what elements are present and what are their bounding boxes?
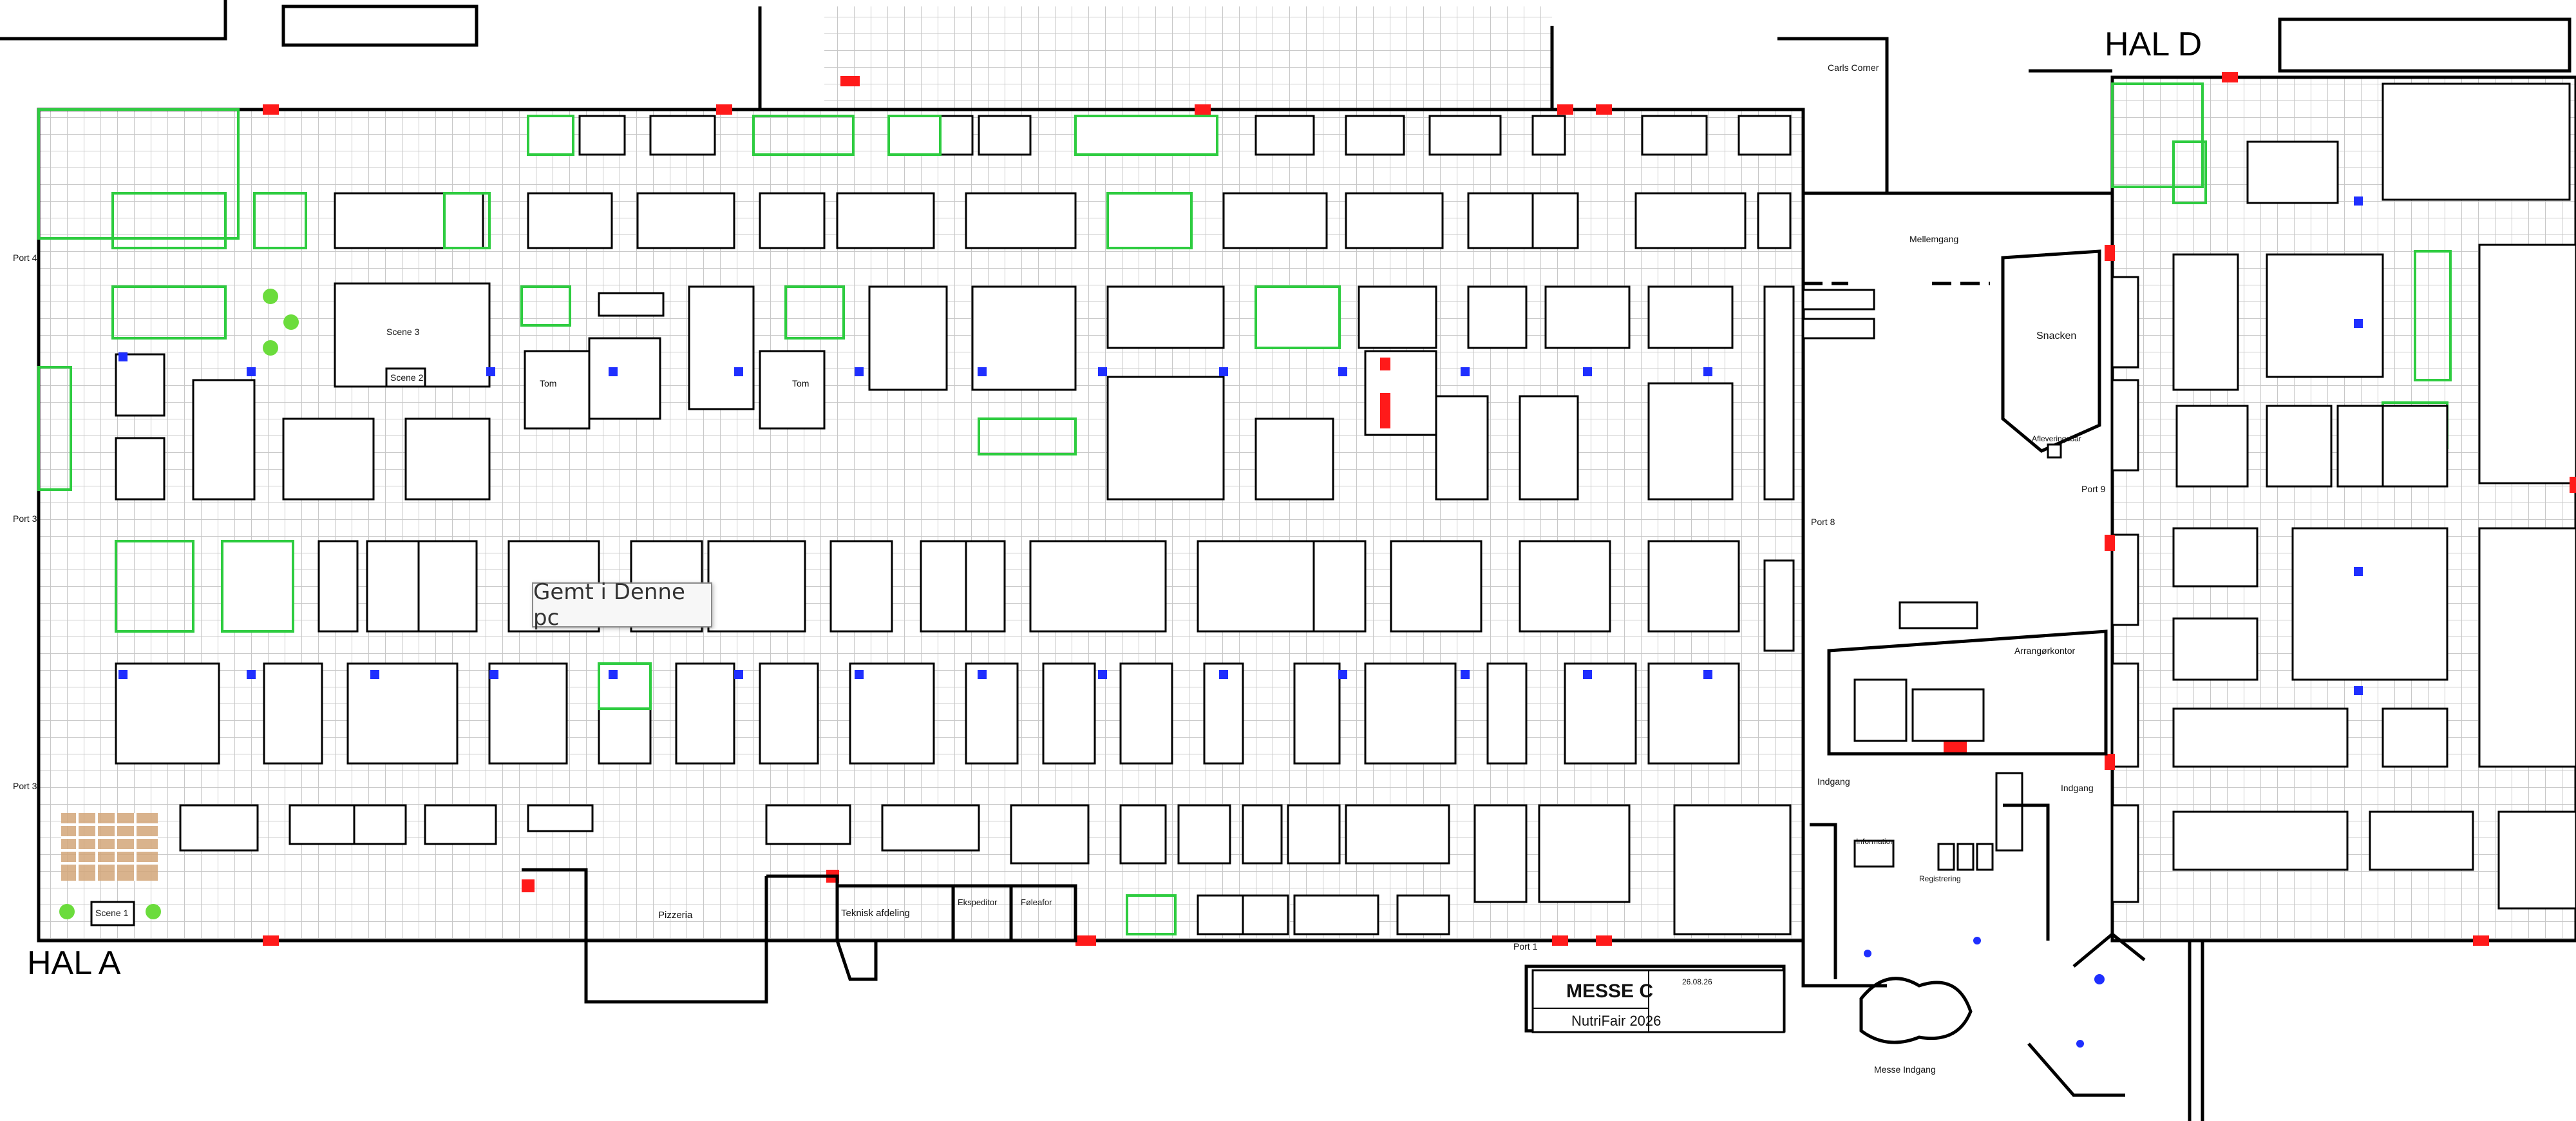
title-block-date: 26.08.26 bbox=[1682, 977, 1712, 986]
hall-d-title: HAL D bbox=[2105, 26, 2202, 63]
port-3b-label: Port 3 bbox=[13, 781, 37, 791]
highlighted-booths bbox=[37, 82, 2452, 935]
hall-d-booths bbox=[2111, 82, 2576, 910]
booth-row-bottom bbox=[179, 804, 1792, 935]
title-block: MESSE C NutriFair 2026 26.08.26 bbox=[1531, 969, 1785, 1033]
tom-area-1: Tom bbox=[540, 378, 556, 388]
area-indgang-right: Indgang bbox=[2061, 783, 2094, 793]
title-block-logo: MESSE C bbox=[1566, 981, 1653, 1002]
port-4-label: Port 4 bbox=[13, 253, 37, 263]
area-mellemgang: Mellemgang bbox=[1909, 234, 1958, 244]
area-afleveringsbar: Afleveringsbar bbox=[2032, 434, 2081, 443]
area-foleafor: Føleafor bbox=[1021, 897, 1052, 907]
special-areas: Tom Tom Scene 3 Scene 2 Scene 1 bbox=[90, 327, 1437, 926]
blue-markers bbox=[118, 196, 2363, 695]
port-8-label: Port 8 bbox=[1811, 517, 1835, 527]
tom-area-2: Tom bbox=[792, 378, 809, 388]
scene-3-label: Scene 3 bbox=[386, 327, 420, 337]
area-messe-indgang: Messe Indgang bbox=[1874, 1064, 1936, 1075]
area-registrering: Registrering bbox=[1919, 874, 1961, 883]
hall-d-floor bbox=[2112, 77, 2576, 941]
booth-row-4 bbox=[221, 540, 1795, 652]
tooltip: Gemt i Denne pc bbox=[532, 579, 712, 631]
area-pizzeria: Pizzeria bbox=[658, 910, 693, 921]
title-block-event: NutriFair 2026 bbox=[1571, 1013, 1661, 1029]
central-corridor bbox=[1802, 191, 2112, 979]
scene-2-label: Scene 2 bbox=[390, 372, 424, 383]
area-information: Information bbox=[1856, 837, 1895, 846]
top-annex-floor bbox=[824, 6, 1552, 110]
port-1-label: Port 1 bbox=[1513, 941, 1538, 952]
booth-row-5 bbox=[115, 662, 1740, 765]
hall-a-title: HAL A bbox=[27, 944, 121, 982]
scene-1-label: Scene 1 bbox=[95, 908, 129, 918]
booth-row-3 bbox=[115, 282, 1795, 501]
booth-row-2 bbox=[334, 192, 1792, 249]
port-9-label: Port 9 bbox=[2081, 484, 2106, 494]
seating-area bbox=[59, 289, 299, 919]
tooltip-text: Gemt i Denne pc bbox=[533, 579, 685, 631]
area-teknisk-afdeling: Teknisk afdeling bbox=[841, 908, 910, 919]
door-markers bbox=[263, 72, 2576, 946]
area-snacken: Snacken bbox=[2036, 331, 2076, 341]
area-indgang-left: Indgang bbox=[1817, 776, 1850, 787]
area-arrangorkontor: Arrangørkontor bbox=[2014, 646, 2075, 656]
area-ekspeditor: Ekspeditor bbox=[958, 897, 998, 907]
port-3a-label: Port 3 bbox=[13, 513, 37, 524]
area-carls-corner: Carls Corner bbox=[1828, 62, 1879, 73]
